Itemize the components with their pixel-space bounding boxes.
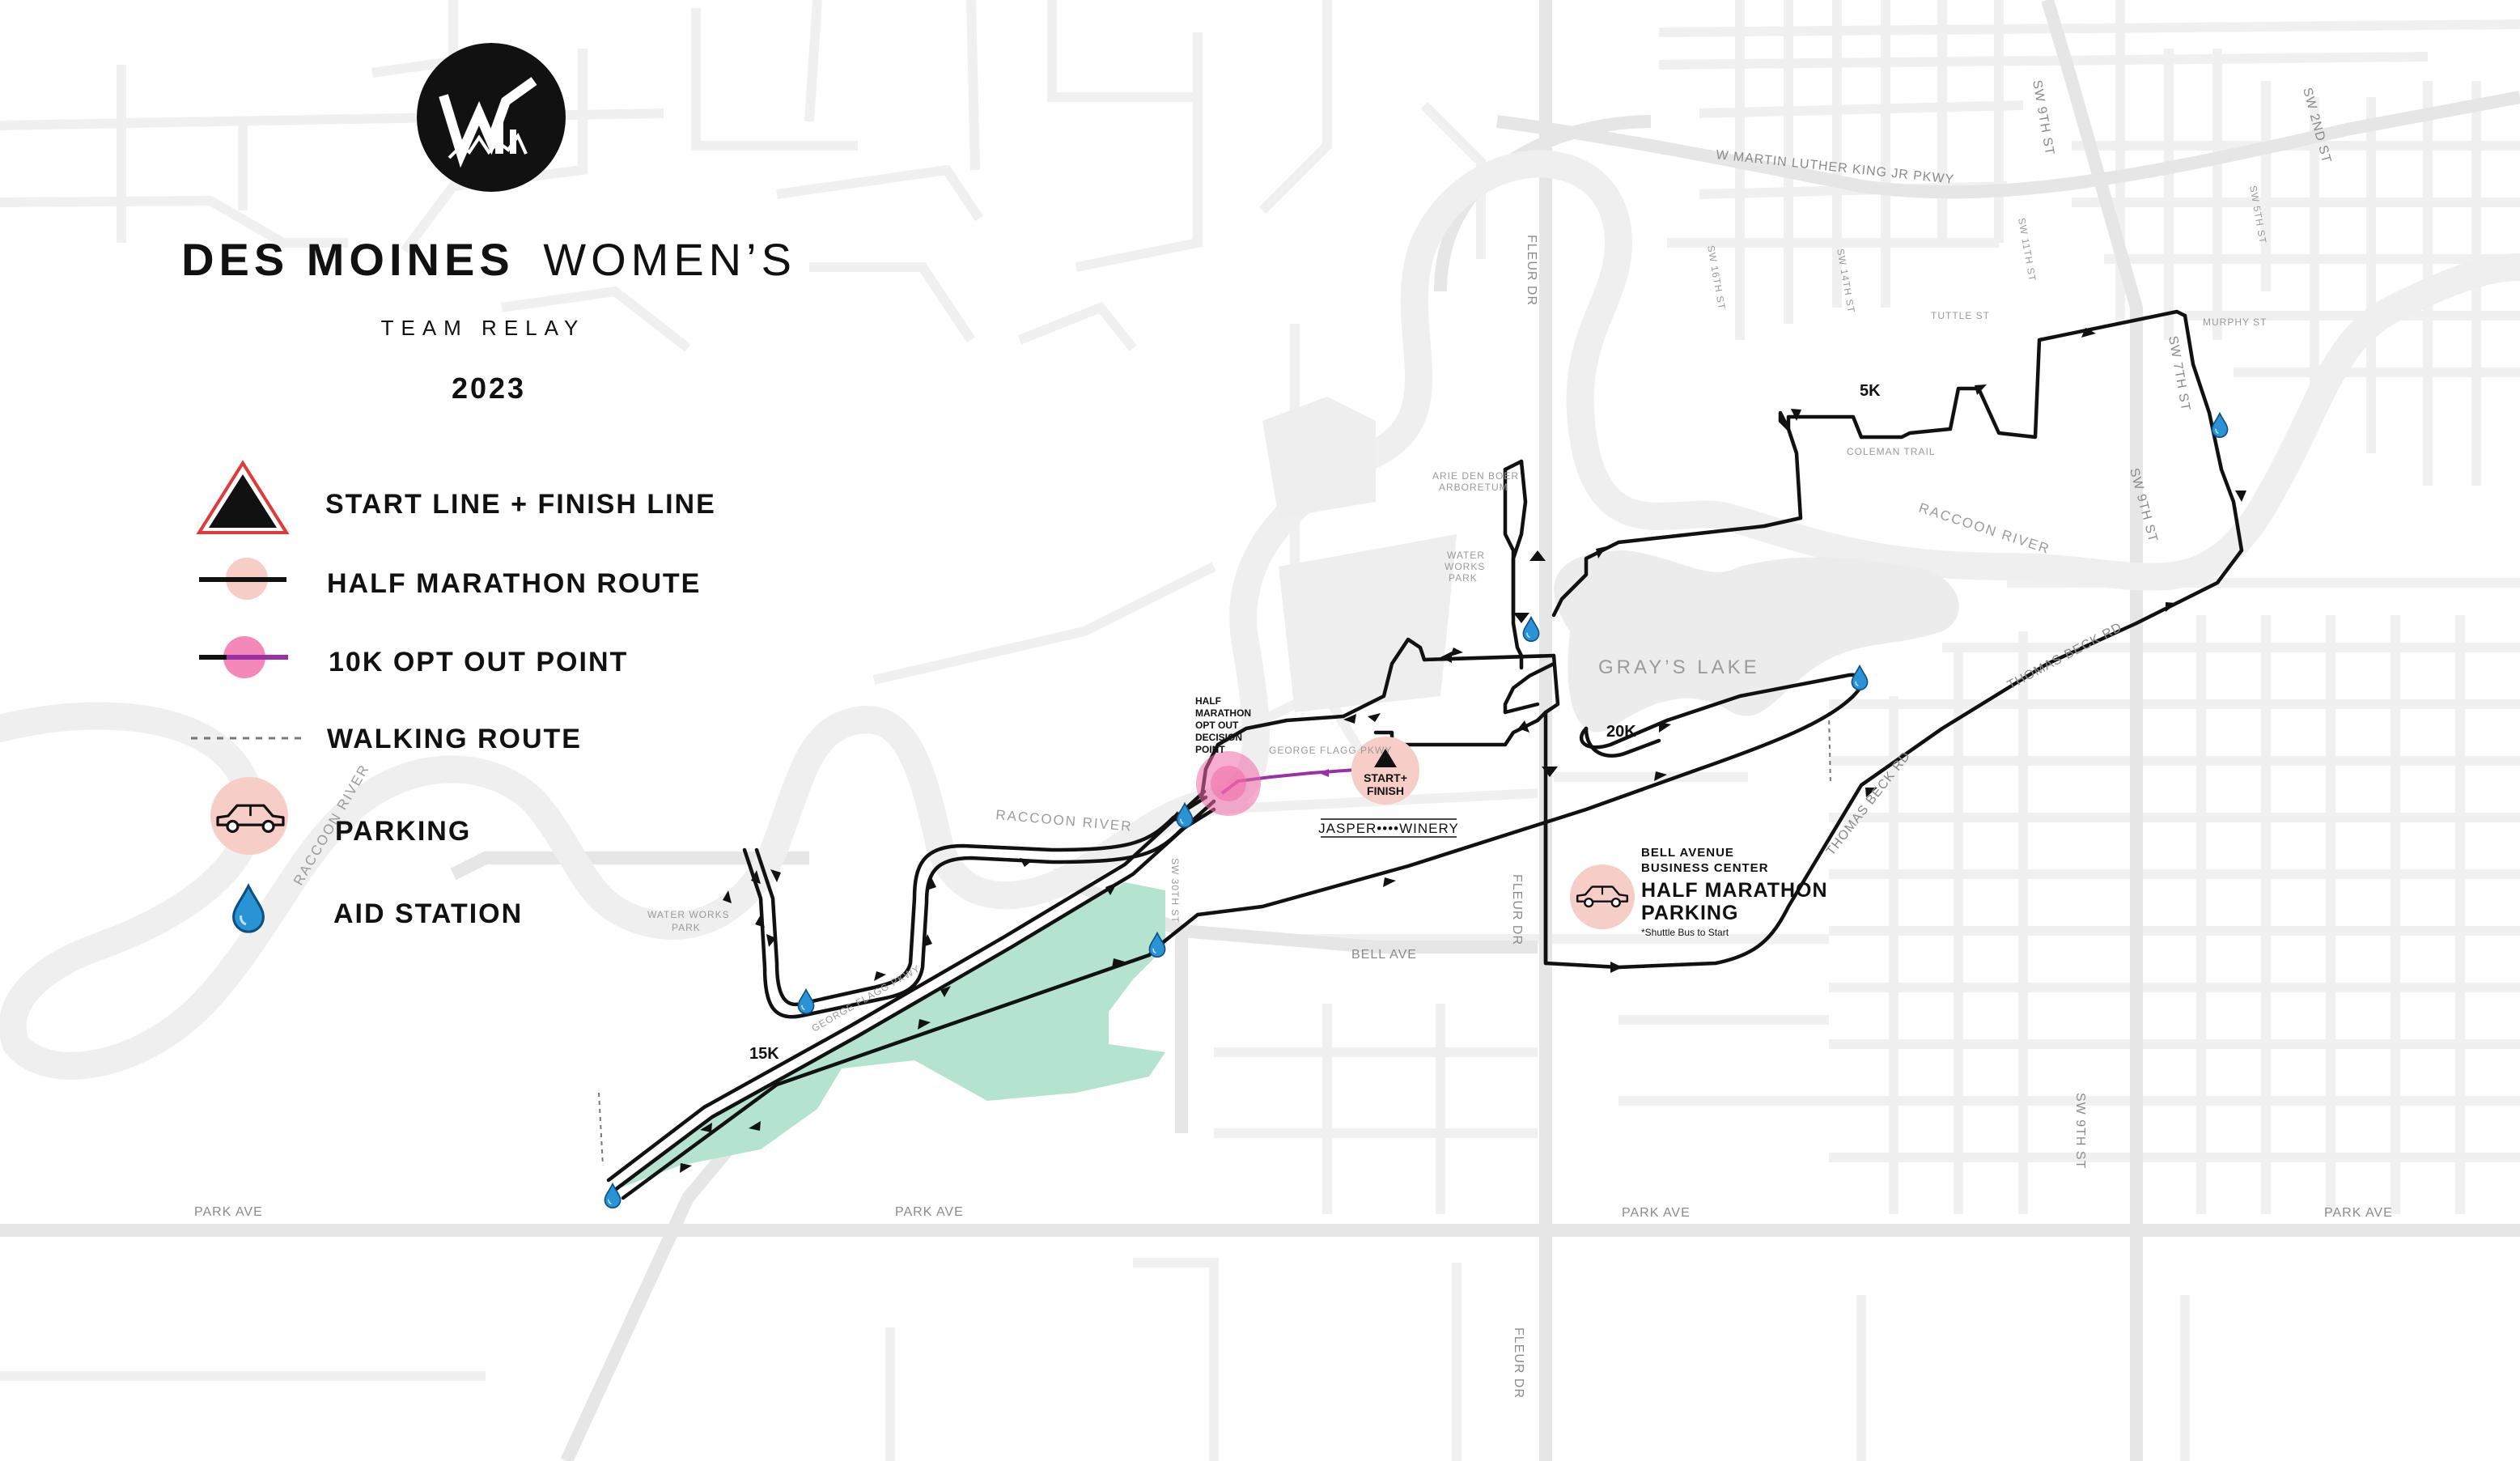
opt-out-label-4: DECISION <box>1195 732 1242 743</box>
parking-line3: HALF MARATHON <box>1641 879 1828 902</box>
legend-parking-label: PARKING <box>335 816 471 847</box>
marker-5k: 5K <box>1860 382 1881 400</box>
title-block: DES MOINES WOMEN’S TEAM RELAY 2023 <box>181 234 796 405</box>
route-arrows <box>680 328 2246 1173</box>
legend-aid-label: AID STATION <box>333 898 523 929</box>
opt-out-label-1: HALF <box>1195 695 1221 707</box>
label-sw9th-south: SW 9TH ST <box>2073 1093 2087 1169</box>
jasper-winery-text: JASPER••••WINERY <box>1318 821 1459 836</box>
label-sw30th: SW 30TH ST <box>1169 858 1181 924</box>
marker-20k: 20K <box>1606 723 1636 741</box>
label-coleman: COLEMAN TRAIL <box>1847 446 1935 457</box>
parking-line4: PARKING <box>1641 902 1738 924</box>
aid-station-icon <box>1851 665 1869 691</box>
svg-text:DES MOINES WOMEN’S: DES MOINES WOMEN’S <box>181 234 796 285</box>
title-light: WOMEN’S <box>543 234 796 285</box>
label-waterworks-c: PARK <box>1449 572 1478 584</box>
dmwtr-logo-icon <box>417 43 566 192</box>
aid-station-icon <box>797 988 815 1015</box>
start-finish-marker: START+ FINISH <box>1351 737 1419 805</box>
legend-route-label: HALF MARATHON ROUTE <box>327 568 701 599</box>
legend-start-finish-icon <box>196 460 290 534</box>
legend: START LINE + FINISH LINE HALF MARATHON R… <box>191 460 716 933</box>
legend-opt-out-label: 10K OPT OUT POINT <box>329 647 628 677</box>
title-subtitle: TEAM RELAY <box>381 316 586 340</box>
label-waterworks-park-2: PARK <box>672 922 701 933</box>
title-bold: DES MOINES <box>181 234 515 285</box>
aid-station-icon <box>2211 412 2229 439</box>
label-waterworks-b: WORKS <box>1445 561 1485 572</box>
label-fleur-south: FLEUR DR <box>1512 1327 1525 1399</box>
opt-out-label-2: MARATHON <box>1195 707 1251 719</box>
label-murphy: MURPHY ST <box>2203 316 2267 328</box>
label-tuttle: TUTTLE ST <box>1931 310 1990 321</box>
parking-line1: BELL AVENUE <box>1641 846 1734 860</box>
label-fleur-north: FLEUR DR <box>1525 235 1538 306</box>
label-bell-ave: BELL AVE <box>1351 948 1417 962</box>
label-sw9th-north: SW 9TH ST <box>2030 79 2056 157</box>
label-grays-lake: GRAY’S LAKE <box>1598 656 1760 678</box>
label-sw11th: SW 11TH ST <box>2016 217 2038 282</box>
jasper-winery-logo: JASPER••••WINERY <box>1318 818 1459 838</box>
label-sw16th: SW 16TH ST <box>1705 244 1728 311</box>
raccoon-river <box>0 150 2520 1080</box>
label-park-ave-1: PARK AVE <box>194 1205 263 1219</box>
label-park-ave-2: PARK AVE <box>895 1205 964 1219</box>
label-raccoon-river-2: RACCOON RIVER <box>1917 500 2052 557</box>
legend-opt-out-icon <box>199 636 288 678</box>
label-george-flagg-east: GEORGE FLAGG PKWY <box>1269 745 1392 756</box>
marker-15k: 15K <box>749 1045 779 1063</box>
label-raccoon-river-1: RACCOON RIVER <box>995 807 1134 835</box>
label-arboretum-2: ARBORETUM <box>1439 482 1508 493</box>
parking-note: *Shuttle Bus to Start <box>1641 927 1729 938</box>
gray-area-2 <box>1262 397 1376 518</box>
legend-water-drop-icon <box>232 884 265 933</box>
label-waterworks-a: WATER <box>1447 550 1485 561</box>
aid-station-icon <box>1522 616 1540 643</box>
opt-out-label-3: OPT OUT <box>1195 720 1239 731</box>
legend-walking-label: WALKING ROUTE <box>327 724 582 754</box>
opt-out-decision-label: HALF MARATHON OPT OUT DECISION POINT <box>1195 695 1251 755</box>
legend-parking-icon <box>210 777 288 855</box>
label-park-ave-4: PARK AVE <box>2324 1206 2393 1220</box>
grays-lake <box>1554 550 1959 733</box>
gray-area-1 <box>1279 534 1457 712</box>
start-finish-label-1: START+ <box>1364 771 1407 784</box>
parking-line2: BUSINESS CENTER <box>1641 861 1769 875</box>
label-waterworks-park-1: WATER WORKS <box>647 909 730 920</box>
label-park-ave-3: PARK AVE <box>1622 1206 1691 1220</box>
title-year: 2023 <box>452 372 526 405</box>
green-park-area <box>615 882 1165 1190</box>
event-logo <box>417 43 566 192</box>
label-fleur-mid: FLEUR DR <box>1510 874 1524 945</box>
start-finish-label-2: FINISH <box>1367 784 1404 797</box>
half-marathon-parking: BELL AVENUE BUSINESS CENTER HALF MARATHO… <box>1570 846 1828 938</box>
legend-start-finish-label: START LINE + FINISH LINE <box>325 489 716 520</box>
opt-out-label-5: POINT <box>1195 744 1225 755</box>
label-arboretum-1: ARIE DEN BOER <box>1432 470 1519 482</box>
legend-route-icon <box>199 558 286 600</box>
